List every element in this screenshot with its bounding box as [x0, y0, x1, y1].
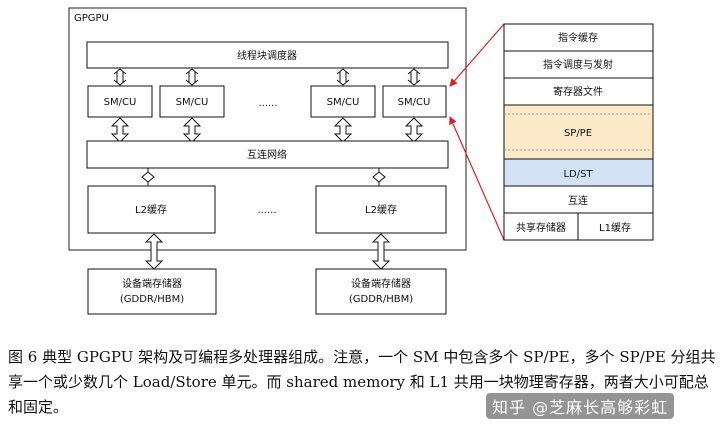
small-double-arrow-icon: [113, 68, 127, 86]
sm-detail-row-6: [503, 185, 654, 214]
sm-cu-box-1: [87, 85, 153, 118]
pointer-line-top: [449, 23, 505, 87]
scheduler-label: 线程块调度器: [237, 49, 297, 62]
l2-cache-label-2: L2缓存: [365, 203, 397, 216]
sm-cu-box-2: [159, 85, 225, 118]
shared-memory-block: [503, 212, 579, 241]
large-double-arrow-icon: [371, 233, 391, 270]
sm-cu-box-4: [382, 85, 447, 118]
zhihu-watermark: 知乎 @芝麻长高够彩虹: [486, 393, 675, 419]
small-double-arrow-icon: [407, 68, 421, 86]
sm-cu-box-3: [310, 85, 376, 118]
large-double-arrow-icon: [144, 233, 164, 270]
device-memory-type-2: (GDDR/HBM): [349, 294, 413, 305]
l1-cache-block: [577, 212, 654, 241]
device-memory-box-1: [87, 268, 217, 315]
l1-cache-label: L1缓存: [599, 221, 631, 234]
sm-detail-label-4: SP/PE: [564, 128, 592, 139]
l2-cache-box-2: [315, 185, 447, 234]
sm-detail-label-3: 寄存器文件: [553, 85, 603, 98]
scheduler-sm-arrows: [113, 68, 421, 86]
sm-detail-label-6: 互连: [568, 194, 588, 207]
sm-detail-row-3: [503, 77, 654, 106]
sm-detail-label-2: 指令调度与发射: [543, 58, 613, 71]
l2-ellipsis: ......: [257, 205, 276, 216]
device-memory-name-1: 设备端存储器: [122, 277, 182, 290]
interconnect-network: [86, 140, 449, 169]
sm-interconnect-arrows: [110, 117, 424, 143]
pointer-line-bottom: [449, 116, 505, 241]
small-double-arrow-icon: [185, 68, 199, 86]
sm-cu-label-4: SM/CU: [398, 97, 431, 108]
device-memory-type-1: (GDDR/HBM): [120, 294, 184, 305]
ld-st-block: [503, 158, 654, 187]
device-memory-box-2: [315, 268, 447, 315]
sm-zoom-pointer: [449, 23, 505, 241]
l2-cache-box-1: [87, 185, 216, 234]
sm-detail-row-1: [503, 23, 654, 52]
sm-ellipsis: ......: [258, 98, 277, 109]
device-memory-name-2: 设备端存储器: [351, 277, 411, 290]
small-double-arrow-icon: [336, 68, 350, 86]
sm-detail-label-5: LD/ST: [563, 169, 593, 180]
sm-cu-label-1: SM/CU: [104, 97, 137, 108]
gpgpu-title: GPGPU: [74, 13, 109, 24]
l2-cache-label-1: L2缓存: [135, 203, 167, 216]
sm-detail-row-2: [503, 50, 654, 79]
sm-detail-panel: 指令缓存 指令调度与发射 寄存器文件 SP/PE LD/ST 互连 共享存储器 …: [503, 23, 654, 241]
figure-caption: 图 6 典型 GPGPU 架构及可编程多处理器组成。注意，一个 SM 中包含多个…: [8, 348, 716, 416]
sm-cu-label-2: SM/CU: [176, 97, 209, 108]
sm-detail-label-1: 指令缓存: [558, 31, 598, 44]
thread-block-scheduler: [86, 41, 449, 69]
sm-cu-label-3: SM/CU: [327, 97, 360, 108]
interconnect-label: 互连网络: [247, 148, 287, 161]
shared-memory-label: 共享存储器: [516, 221, 566, 234]
